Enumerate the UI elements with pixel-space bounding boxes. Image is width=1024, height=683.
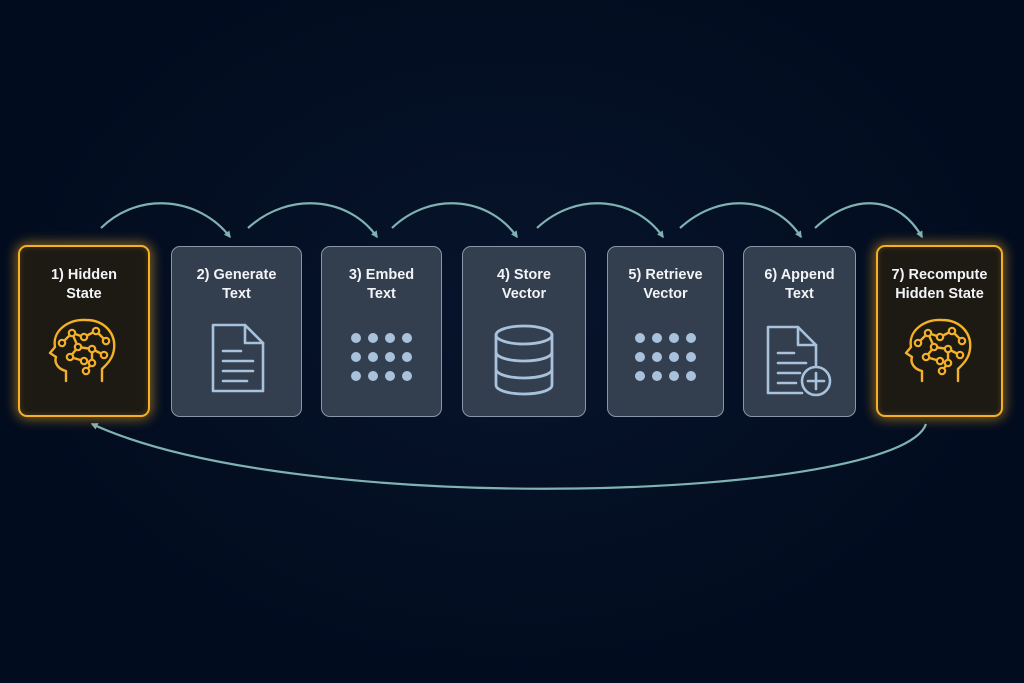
arrow-4-to-5 (536, 202, 664, 239)
dot-grid-icon (633, 331, 699, 383)
arrow-5-to-6 (679, 202, 802, 239)
step-5-retrieve-vector[interactable]: 5) Retrieve Vector (607, 246, 724, 417)
brain-head-icon (902, 317, 978, 385)
step-2-generate-text[interactable]: 2) Generate Text (171, 246, 302, 417)
brain-head-icon (46, 317, 122, 385)
step-1-hidden-state[interactable]: 1) Hidden State (18, 245, 150, 417)
dot-grid-icon (349, 331, 415, 383)
step-3-label: 3) Embed Text (348, 267, 415, 302)
step-5-label: 5) Retrieve Vector (628, 267, 703, 302)
arrow-2-to-3 (247, 202, 378, 239)
step-4-label: 4) Store Vector (497, 267, 551, 302)
step-6-append-text[interactable]: 6) Append Text (743, 246, 856, 417)
arrow-3-to-4 (391, 202, 518, 239)
arrow-1-to-2 (100, 202, 231, 239)
step-7-label: 7) Recompute Hidden State (891, 267, 988, 302)
step-3-embed-text[interactable]: 3) Embed Text (321, 246, 442, 417)
step-4-store-vector[interactable]: 4) Store Vector (462, 246, 586, 417)
step-7-recompute-hidden-state[interactable]: 7) Recompute Hidden State (876, 245, 1003, 417)
arrow-7-to-1-loop (90, 423, 928, 490)
step-6-label: 6) Append Text (764, 267, 835, 302)
document-icon (207, 321, 267, 395)
step-2-label: 2) Generate Text (196, 267, 277, 302)
document-plus-icon (766, 323, 834, 399)
step-1-label: 1) Hidden State (50, 267, 118, 302)
database-icon (492, 323, 556, 397)
arrow-6-to-7 (814, 202, 923, 239)
